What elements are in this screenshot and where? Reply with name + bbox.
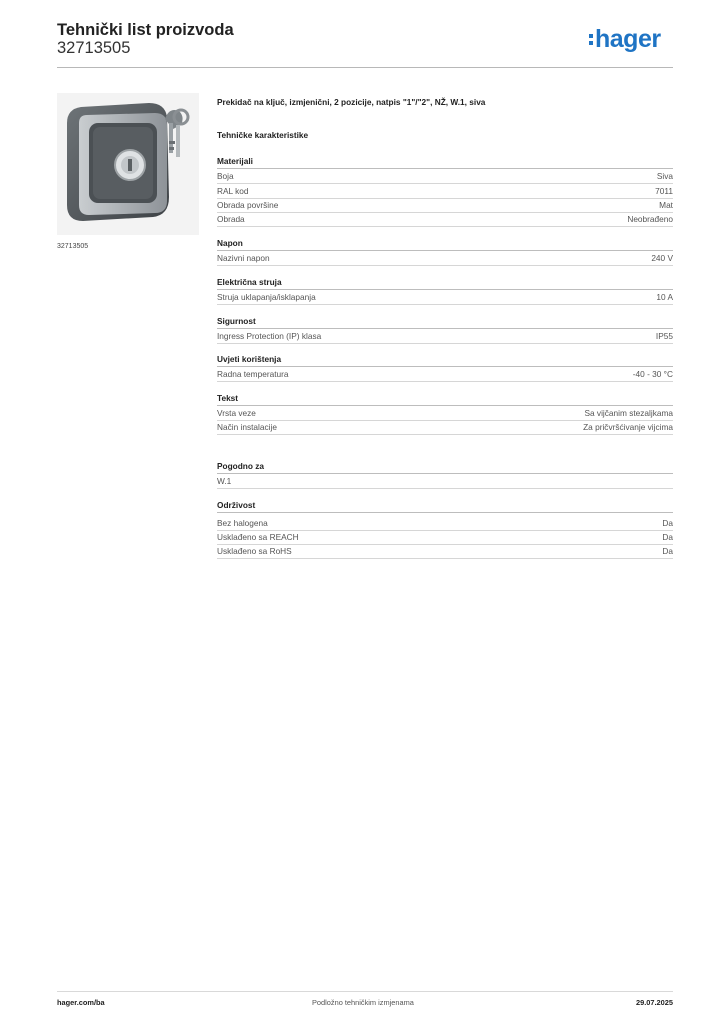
row-value: Siva: [656, 171, 673, 181]
table-row: Struja uklapanja/isklapanja 10 A: [217, 290, 673, 305]
table-row: Obrada površine Mat: [217, 198, 673, 213]
footer-date: 29.07.2025: [636, 998, 673, 1007]
table-row: Način instalacije Za pričvršćivanje vijci…: [217, 420, 673, 435]
table-row: Vrsta veze Sa vijčanim stezaljkama: [217, 406, 673, 421]
group-title-uvjeti-koristenja: Uvjeti korištenja: [217, 354, 282, 364]
group-divider: [217, 512, 673, 513]
row-label: Nazivni napon: [217, 253, 270, 263]
group-divider: [217, 366, 673, 367]
row-value: 10 A: [656, 292, 673, 302]
group-divider: [217, 405, 673, 406]
row-value: IP55: [655, 331, 673, 341]
table-row: Usklađeno sa RoHS Da: [217, 544, 673, 559]
table-row: Usklađeno sa REACH Da: [217, 530, 673, 545]
group-title-sigurnost: Sigurnost: [217, 316, 256, 326]
product-image: [57, 93, 199, 235]
table-row: Nazivni napon 240 V: [217, 251, 673, 266]
document-title: Tehnički list proizvoda: [57, 21, 234, 39]
group-title-tekst: Tekst: [217, 393, 239, 403]
group-title-pogodno-za: Pogodno za: [217, 461, 265, 471]
key-switch-image: [67, 103, 190, 221]
row-label: Vrsta veze: [217, 408, 256, 418]
table-row: Obrada Neobrađeno: [217, 212, 673, 227]
table-row: W.1: [217, 474, 673, 489]
group-divider: [217, 473, 673, 474]
hager-logo: hager: [589, 27, 661, 52]
row-value: Da: [662, 546, 673, 556]
group-title-elektricna-struja: Električna struja: [217, 277, 282, 287]
header-divider: [57, 67, 673, 68]
table-row: Bez halogena Da: [217, 516, 673, 531]
group-divider: [217, 250, 673, 251]
section-title: Tehničke karakteristike: [217, 130, 309, 140]
product-code: 32713505: [57, 39, 131, 57]
row-label: Usklađeno sa REACH: [217, 532, 299, 542]
row-label: Boja: [217, 171, 234, 181]
group-divider: [217, 289, 673, 290]
row-label: W.1: [217, 476, 232, 486]
row-value: Sa vijčanim stezaljkama: [584, 408, 673, 418]
image-caption: 32713505: [57, 243, 89, 250]
row-value: Neobrađeno: [627, 214, 673, 224]
footer-note: Podložno tehničkim izmjenama: [312, 998, 414, 1007]
row-label: Struja uklapanja/isklapanja: [217, 292, 316, 302]
row-value: 240 V: [651, 253, 673, 263]
group-divider: [217, 168, 673, 169]
product-description: Prekidač na ključ, izmjenični, 2 pozicij…: [217, 97, 486, 107]
row-label: Način instalacije: [217, 422, 277, 432]
row-value: Da: [662, 518, 673, 528]
table-row: Radna temperatura -40 - 30 °C: [217, 367, 673, 382]
logo-dots-icon: [589, 31, 594, 48]
row-value: Mat: [659, 200, 673, 210]
row-value: Za pričvršćivanje vijcima: [583, 422, 673, 432]
group-title-materijali: Materijali: [217, 156, 253, 166]
row-value: 7011: [655, 186, 673, 196]
row-label: RAL kod: [217, 186, 249, 196]
row-label: Radna temperatura: [217, 369, 289, 379]
row-value: Da: [662, 532, 673, 542]
row-label: Obrada površine: [217, 200, 279, 210]
group-title-napon: Napon: [217, 238, 243, 248]
row-label: Bez halogena: [217, 518, 268, 528]
table-row: RAL kod 7011: [217, 184, 673, 199]
table-row: Ingress Protection (IP) klasa IP55: [217, 329, 673, 344]
group-divider: [217, 328, 673, 329]
row-label: Ingress Protection (IP) klasa: [217, 331, 322, 341]
footer-website-link[interactable]: hager.com/ba: [57, 998, 105, 1007]
row-label: Usklađeno sa RoHS: [217, 546, 292, 556]
footer-divider: [57, 991, 673, 992]
table-row: Boja Siva: [217, 169, 673, 184]
row-value: -40 - 30 °C: [632, 369, 673, 379]
row-label: Obrada: [217, 214, 245, 224]
group-title-odrzivost: Održivost: [217, 500, 256, 510]
